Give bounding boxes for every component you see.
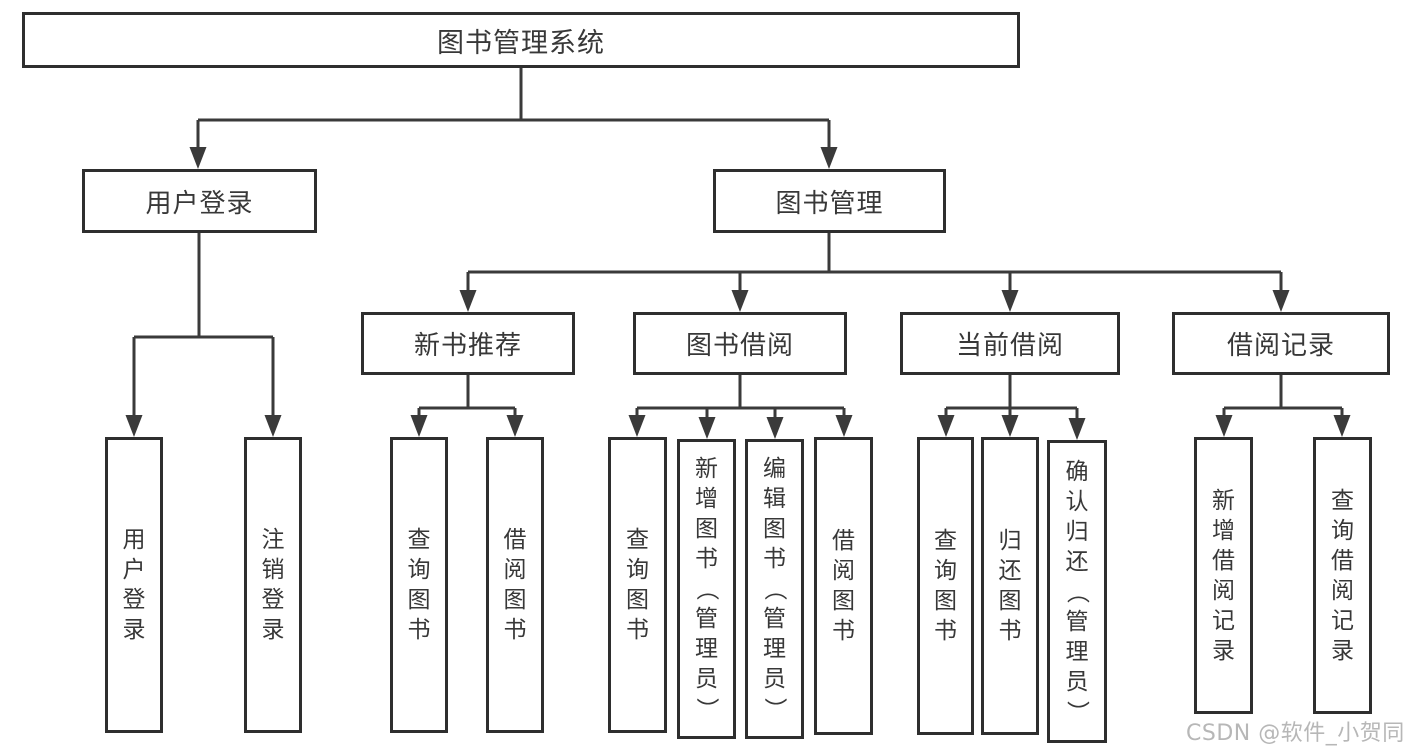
leaf-logout: 注销登录 (244, 437, 302, 733)
leaf-nbr-borrow-books: 借阅图书 (486, 437, 544, 733)
node-library-management-system-label: 图书管理系统 (437, 27, 605, 59)
node-book-management-label: 图书管理 (775, 188, 884, 219)
node-library-management-system: 图书管理系统 (22, 12, 1020, 68)
leaf-bb-add-books-admin: 新增图书（管理员） (677, 439, 736, 739)
leaf-bb-query-books: 查询图书 (608, 437, 667, 733)
leaf-br-add-record: 新增借阅记录 (1194, 437, 1253, 714)
node-current-borrowing-label: 当前借阅 (955, 331, 1064, 361)
node-book-management: 图书管理 (713, 169, 946, 233)
watermark: CSDN @软件_小贺同学 (1186, 721, 1405, 746)
leaf-bb-borrow-books: 借阅图书 (814, 437, 873, 735)
node-user-login: 用户登录 (82, 169, 317, 233)
leaf-cb-query-books: 查询图书 (917, 437, 974, 735)
node-borrowing-records: 借阅记录 (1172, 312, 1390, 375)
leaf-br-query-record: 查询借阅记录 (1313, 437, 1372, 714)
leaf-bb-edit-books-admin: 编辑图书（管理员） (745, 439, 804, 739)
leaf-user-login: 用户登录 (105, 437, 163, 733)
node-new-book-recommend-label: 新书推荐 (413, 331, 522, 361)
node-current-borrowing: 当前借阅 (900, 312, 1120, 375)
leaf-cb-confirm-return-admin: 确认归还（管理员） (1047, 440, 1107, 743)
node-book-borrowing-label: 图书借阅 (685, 331, 794, 361)
node-user-login-label: 用户登录 (145, 188, 254, 219)
node-book-borrowing: 图书借阅 (633, 312, 847, 375)
leaf-cb-return-books: 归还图书 (981, 437, 1039, 735)
node-borrowing-records-label: 借阅记录 (1226, 331, 1335, 361)
leaf-nbr-query-books: 查询图书 (390, 437, 448, 733)
node-new-book-recommend: 新书推荐 (361, 312, 575, 375)
